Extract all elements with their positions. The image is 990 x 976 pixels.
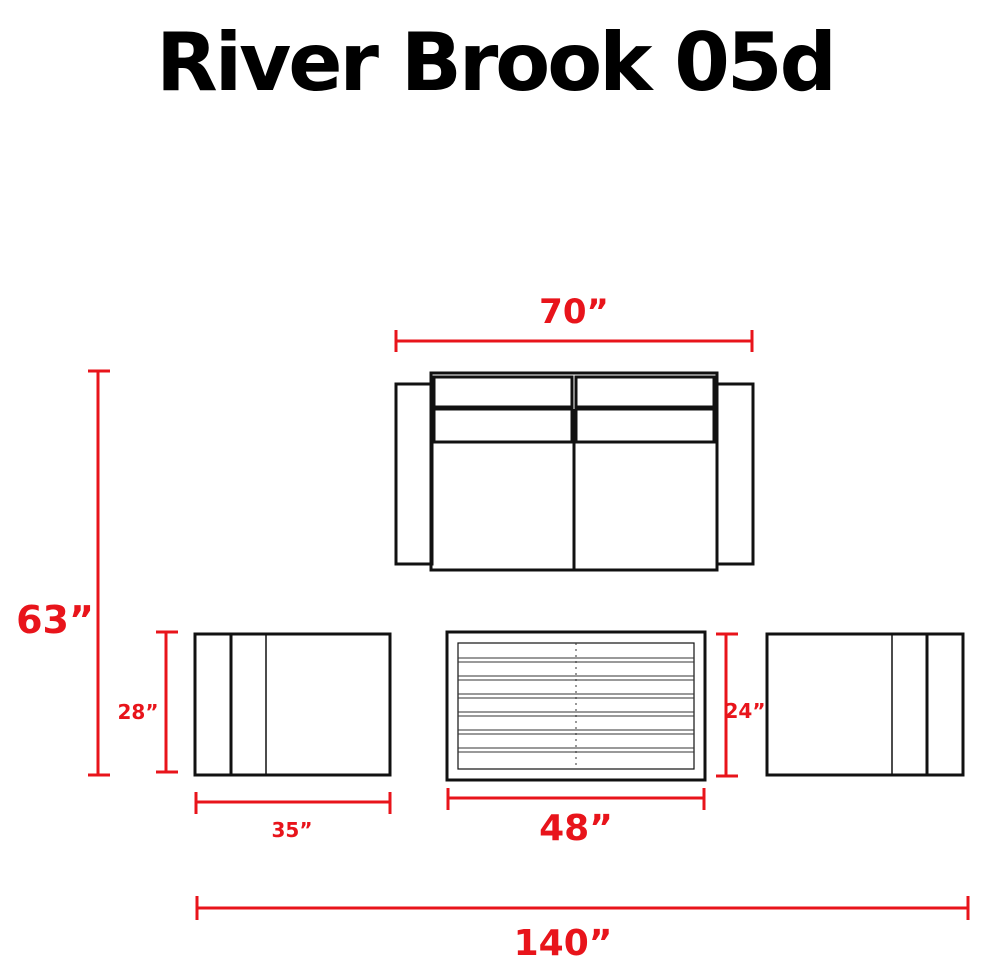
table-width-label: 48” [539, 808, 613, 849]
chair-depth-dimension-line [156, 630, 178, 774]
left-club-chair-outline [193, 632, 392, 777]
coffee-table-outline [445, 630, 707, 782]
overall-depth-dimension-line [88, 369, 110, 777]
overall-width-label: 140” [514, 923, 613, 964]
overall-width-dimension-line [195, 896, 970, 920]
chair-width-label: 35” [272, 818, 313, 842]
table-depth-dimension-line [716, 632, 738, 778]
right-club-chair-outline [765, 632, 965, 777]
table-depth-label: 24” [725, 699, 766, 723]
loveseat-outline [394, 371, 755, 572]
page-title: River Brook 05d [156, 16, 837, 109]
loveseat-width-label: 70” [539, 292, 609, 332]
chair-depth-label: 28” [118, 700, 159, 724]
loveseat-width-dimension-line [394, 330, 754, 352]
table-width-dimension-line [446, 788, 706, 810]
overall-depth-label: 63” [16, 598, 94, 642]
chair-width-dimension-line [194, 792, 392, 814]
